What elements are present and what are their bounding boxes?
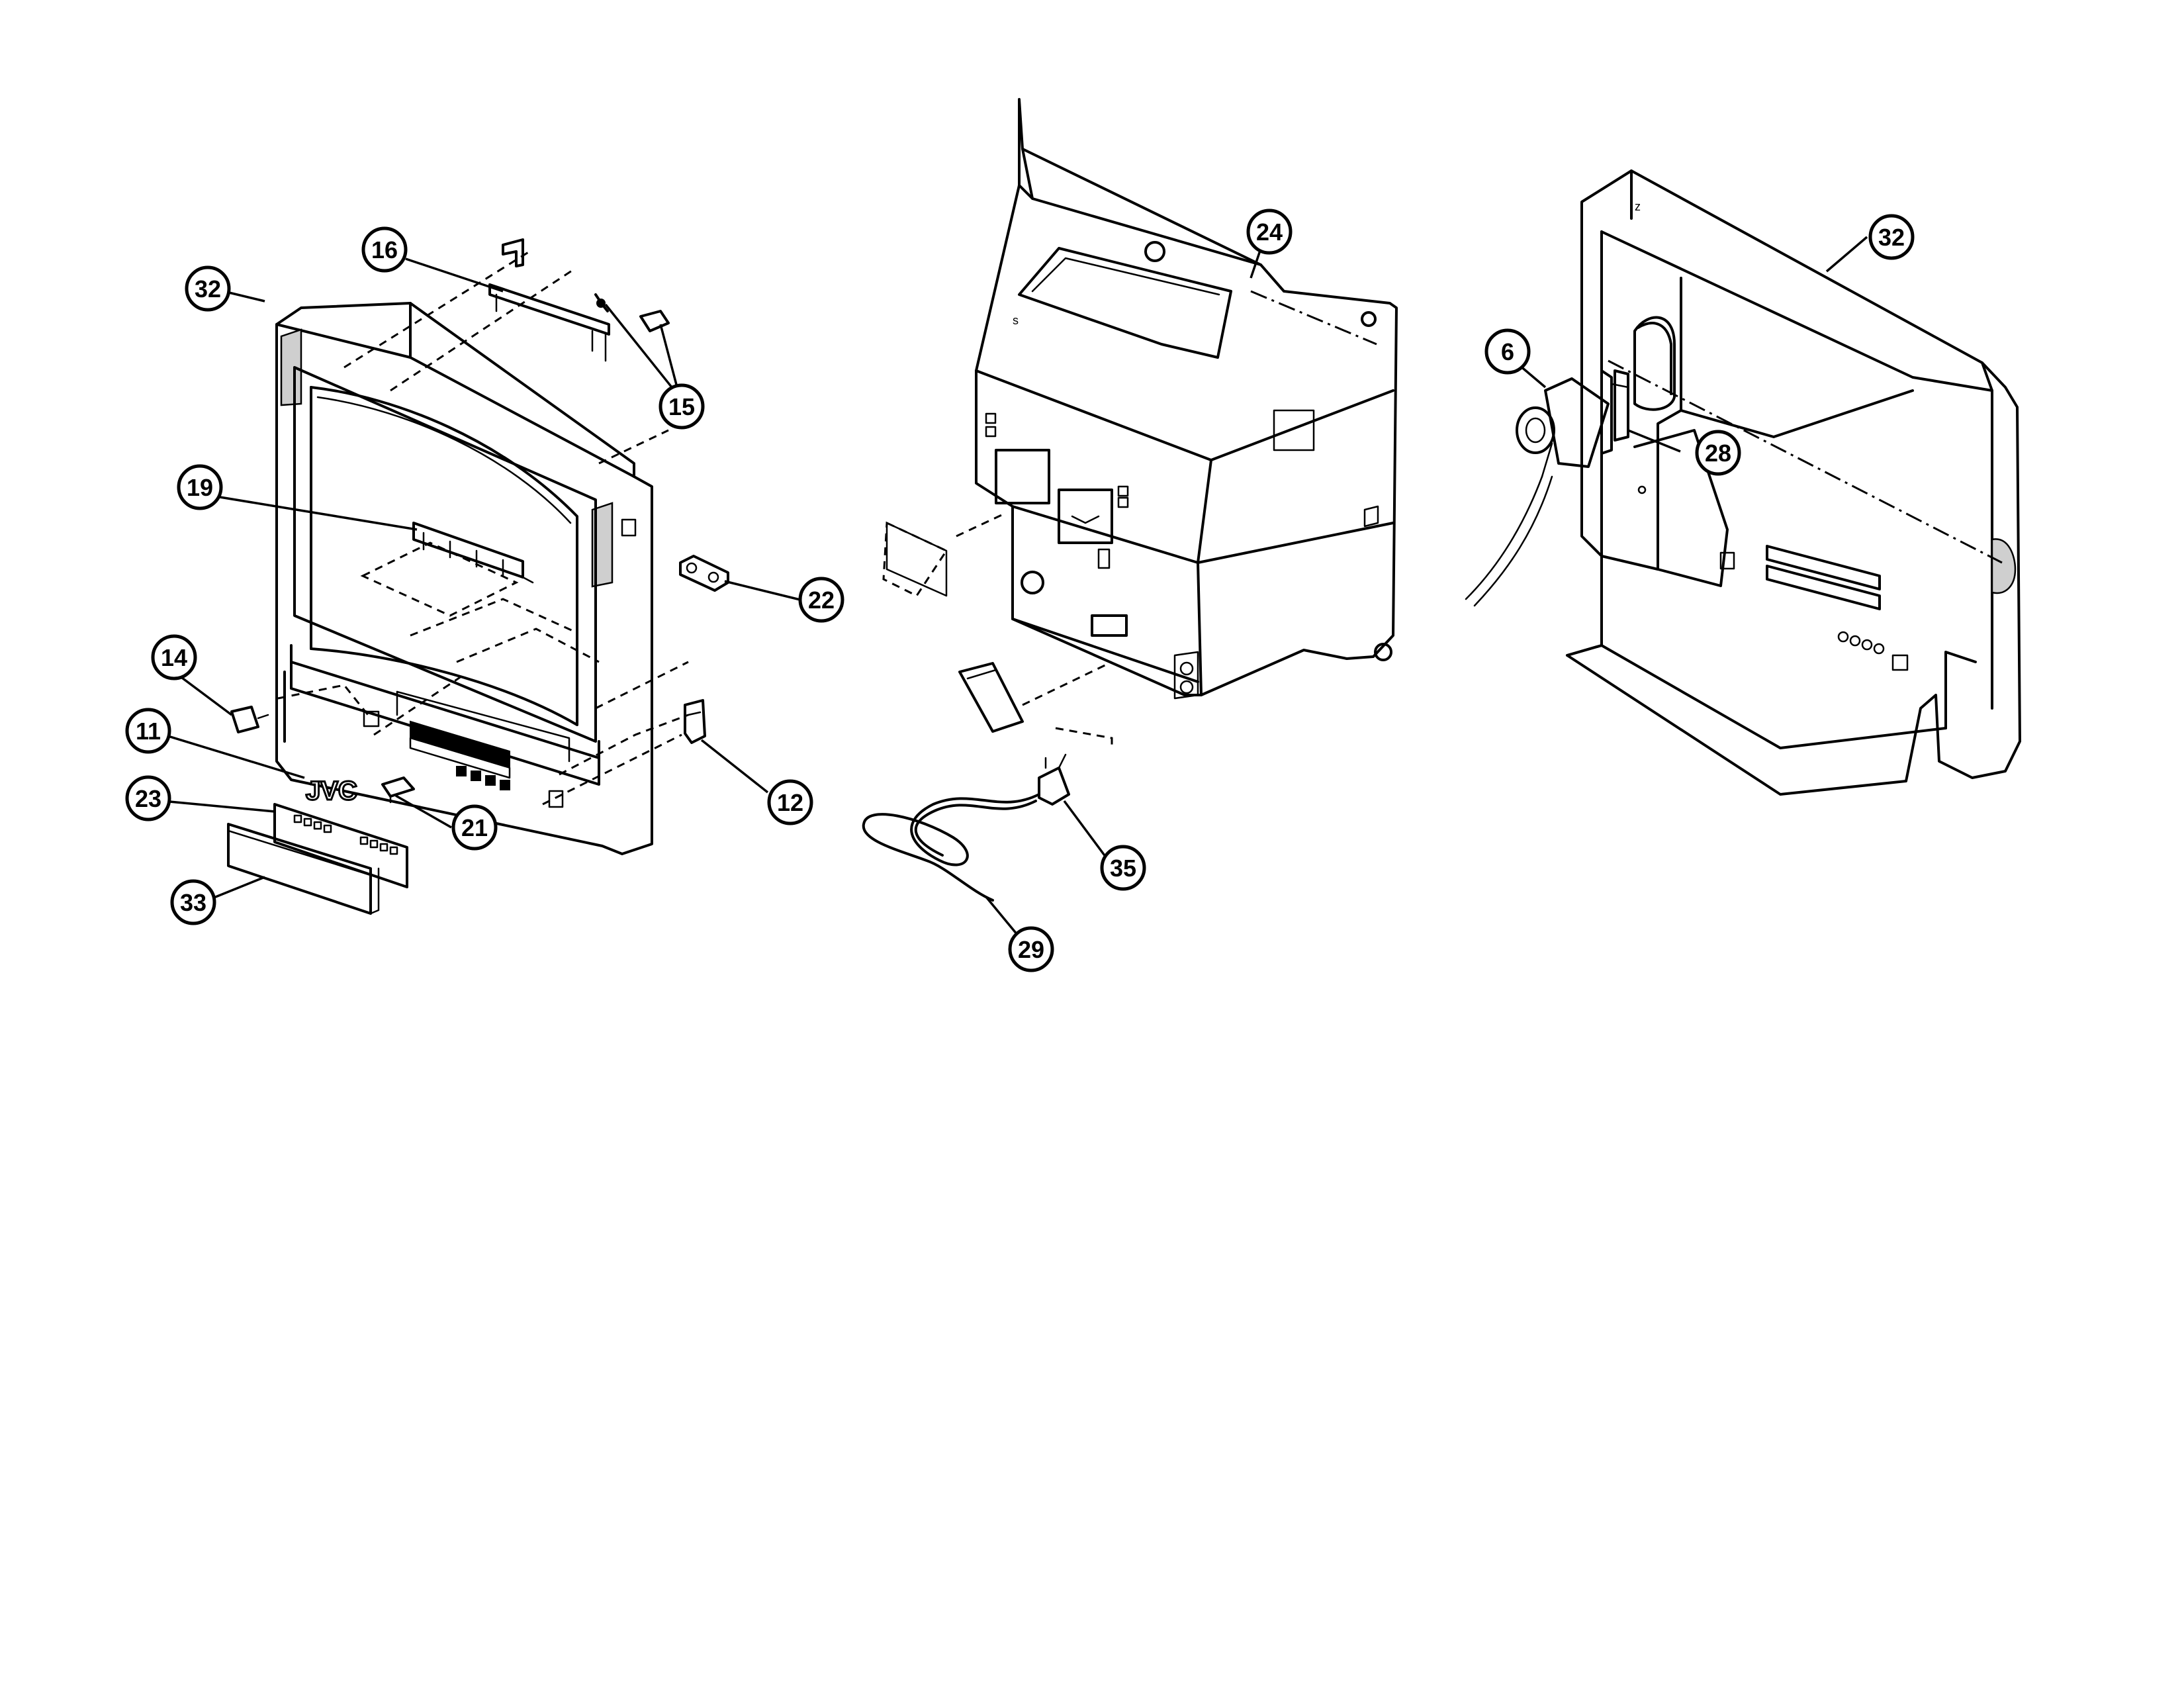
callout-33: 33 — [170, 879, 216, 925]
front-assembly-lines — [277, 250, 689, 806]
svg-text:s: s — [1013, 314, 1019, 327]
callout-label: 6 — [1501, 338, 1514, 365]
part-23-panel — [273, 803, 408, 888]
jvc-logo: JVC — [306, 776, 357, 806]
rear-assembly-lines — [882, 290, 1377, 748]
callout-label: 16 — [371, 236, 398, 263]
left-speaker-grille — [280, 328, 302, 406]
part-16-bracket — [488, 238, 610, 362]
part-14-knob — [230, 706, 269, 733]
part-12-bracket — [684, 699, 706, 744]
front-cabinet-view — [275, 302, 653, 855]
callout-15: 15 — [659, 383, 705, 430]
callout-14: 14 — [151, 634, 197, 680]
callout-label: 19 — [187, 474, 213, 501]
part-21-plate — [381, 776, 415, 804]
part-33-door — [227, 823, 380, 915]
right-assembly-line — [1608, 359, 2003, 564]
rear-label-plate — [886, 522, 948, 597]
callout-label: 33 — [180, 889, 206, 916]
callout-label: 32 — [195, 275, 221, 303]
callout-23: 23 — [125, 775, 171, 821]
leader-lines — [167, 232, 1868, 948]
part-28-bracket — [1600, 369, 1629, 455]
side-speaker-grille — [1991, 538, 2017, 594]
part-6-speaker — [1465, 377, 1610, 607]
screen-bezel — [293, 366, 597, 743]
callout-12: 12 — [767, 779, 813, 825]
callout-label: 28 — [1705, 440, 1731, 467]
part-11-logo-badge: JVC — [305, 776, 359, 807]
part-35-plug — [1038, 753, 1070, 806]
cabinet-back-view: z — [1566, 169, 2021, 796]
callout-32-front: 32 — [185, 265, 231, 312]
callout-label: 24 — [1256, 218, 1283, 246]
callout-16: 16 — [361, 226, 408, 273]
callout-29: 29 — [1008, 926, 1054, 972]
callout-label: 12 — [777, 789, 803, 816]
callout-label: 14 — [161, 644, 187, 671]
callout-6: 6 — [1484, 328, 1531, 375]
callout-label: 23 — [135, 785, 161, 812]
callout-21: 21 — [451, 804, 498, 851]
callout-label: 35 — [1110, 855, 1136, 882]
callout-35: 35 — [1100, 845, 1146, 891]
cabinet-back-outline — [1566, 169, 2021, 796]
power-board — [958, 662, 1024, 733]
front-cabinet-outline — [275, 302, 653, 855]
callout-11: 11 — [125, 708, 171, 754]
svg-text:z: z — [1635, 200, 1641, 213]
callout-label: 21 — [461, 814, 488, 841]
callout-24: 24 — [1246, 209, 1293, 255]
callout-label: 15 — [668, 393, 695, 420]
callout-label: 29 — [1018, 936, 1044, 963]
rear-cover-outline — [975, 98, 1398, 696]
callout-label: 22 — [808, 586, 835, 614]
part-22-bracket — [679, 555, 729, 592]
callout-19: 19 — [177, 464, 223, 510]
right-speaker-grille — [591, 502, 614, 588]
callout-label: 11 — [136, 718, 161, 745]
rear-cover-view: s — [975, 98, 1398, 700]
callout-label: 32 — [1878, 224, 1905, 251]
front-control-buttons — [363, 710, 564, 808]
part-19-button-assembly — [412, 522, 534, 584]
callout-32-back: 32 — [1868, 214, 1915, 260]
part-29-power-cord — [862, 793, 1040, 902]
callout-22: 22 — [798, 577, 844, 623]
part-15-clip — [594, 293, 670, 332]
callout-28: 28 — [1695, 430, 1741, 476]
